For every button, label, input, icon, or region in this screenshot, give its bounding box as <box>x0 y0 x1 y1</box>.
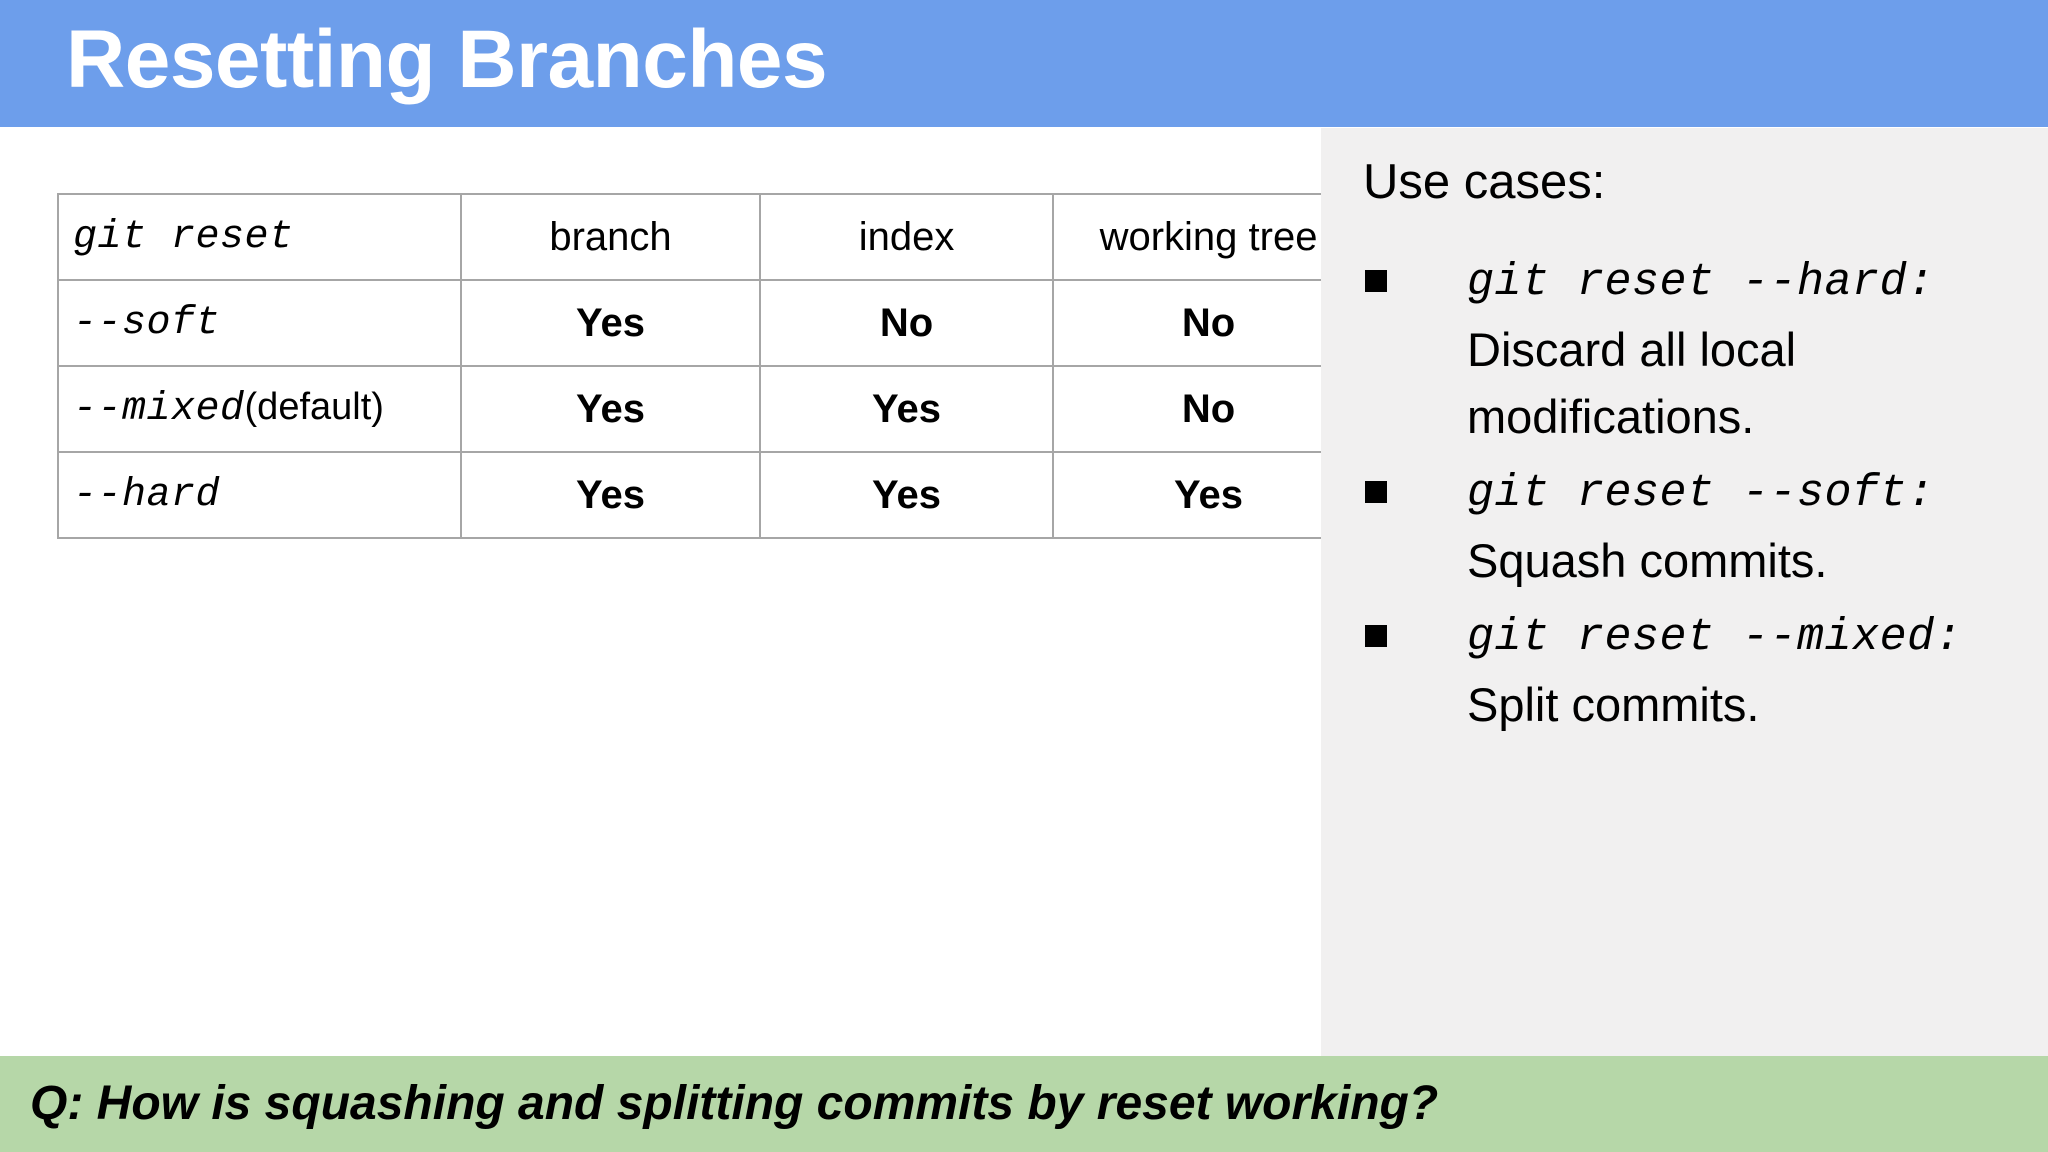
list-item: git reset --mixed: Split commits. <box>1321 599 2048 738</box>
reset-comparison-table: git reset branch index working tree --so… <box>57 193 1365 539</box>
use-cases-title: Use cases: <box>1363 155 1606 209</box>
table-header-branch: branch <box>460 193 761 281</box>
command-text: --mixed <box>73 387 245 432</box>
square-bullet-icon <box>1365 625 1387 647</box>
table-row: --mixed(default) Yes Yes No <box>57 365 1365 453</box>
list-item: git reset --hard: Discard all local modi… <box>1321 244 2048 450</box>
table-header-index: index <box>759 193 1054 281</box>
use-case-description: Split commits. <box>1467 678 1760 731</box>
table-header-command: git reset <box>57 193 462 281</box>
command-text: --soft <box>73 300 221 346</box>
row-command-mixed: --mixed(default) <box>57 365 462 453</box>
row-command-soft: --soft <box>57 279 462 367</box>
row-command-hard: --hard <box>57 451 462 539</box>
row-mixed-index: Yes <box>759 365 1054 453</box>
page-title: Resetting Branches <box>66 14 828 105</box>
table-header-row: git reset branch index working tree <box>57 193 1365 281</box>
row-soft-branch: Yes <box>460 279 761 367</box>
use-case-command: git reset --soft: <box>1467 468 1935 519</box>
use-cases-panel: Use cases: git reset --hard: Discard all… <box>1321 128 2048 1056</box>
use-cases-list: git reset --hard: Discard all local modi… <box>1321 244 2048 743</box>
table-row: --soft Yes No No <box>57 279 1365 367</box>
square-bullet-icon <box>1365 270 1387 292</box>
use-case-description: Discard all local modifications. <box>1467 323 1797 443</box>
table-row: --hard Yes Yes Yes <box>57 451 1365 539</box>
title-banner: Resetting Branches <box>0 0 2048 127</box>
row-mixed-working-tree: No <box>1052 365 1365 453</box>
row-soft-working-tree: No <box>1052 279 1365 367</box>
use-case-description: Squash commits. <box>1467 534 1828 587</box>
command-suffix: (default) <box>244 386 384 428</box>
list-item: git reset --soft: Squash commits. <box>1321 455 2048 594</box>
row-hard-branch: Yes <box>460 451 761 539</box>
question-banner: Q: How is squashing and splitting commit… <box>0 1056 2048 1152</box>
square-bullet-icon <box>1365 481 1387 503</box>
use-case-command: git reset --hard: <box>1467 257 1935 308</box>
command-text: --hard <box>73 472 221 518</box>
row-mixed-branch: Yes <box>460 365 761 453</box>
row-hard-index: Yes <box>759 451 1054 539</box>
question-text: Q: How is squashing and splitting commit… <box>30 1077 1439 1130</box>
row-hard-working-tree: Yes <box>1052 451 1365 539</box>
table-header-working-tree: working tree <box>1052 193 1365 281</box>
use-case-command: git reset --mixed: <box>1467 612 1963 663</box>
row-soft-index: No <box>759 279 1054 367</box>
